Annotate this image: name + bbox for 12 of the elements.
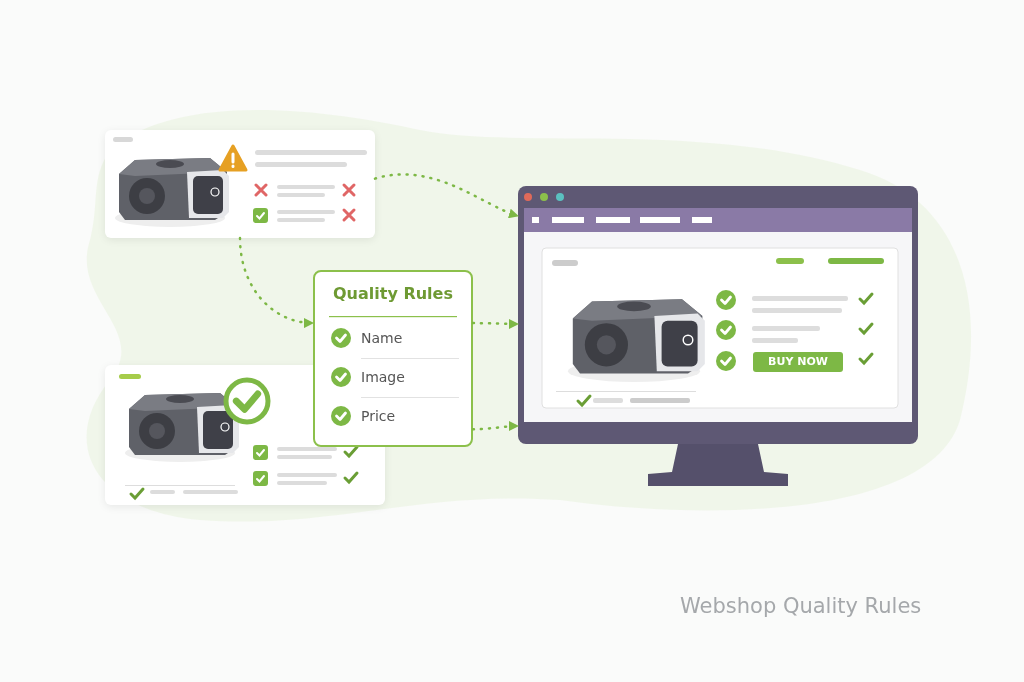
- dashed-arrow: [471, 421, 520, 432]
- rule-label: Image: [361, 369, 405, 385]
- rule-label: Name: [361, 330, 403, 346]
- rule-label: Price: [361, 408, 396, 424]
- dashed-arrow: [238, 236, 315, 328]
- panel-title: Quality Rules: [332, 284, 454, 303]
- rules-panel: [313, 270, 473, 447]
- dashed-arrow: [471, 318, 520, 329]
- caption: Webshop Quality Rules: [680, 594, 922, 618]
- buy-now-button: BUY NOW: [753, 352, 843, 372]
- dashed-arrow: [373, 173, 520, 218]
- product-card: [105, 130, 375, 238]
